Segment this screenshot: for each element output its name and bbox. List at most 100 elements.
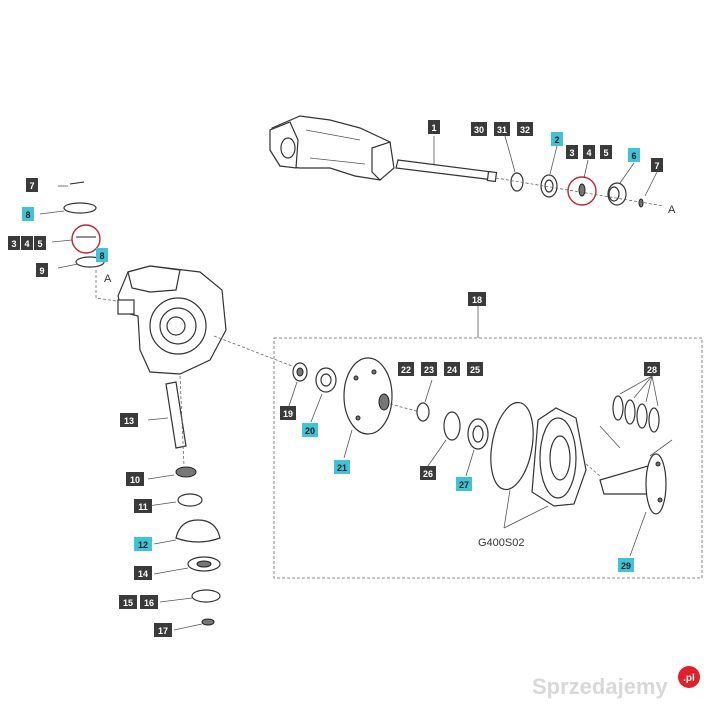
svg-text:6: 6 xyxy=(631,151,636,161)
svg-text:3: 3 xyxy=(11,239,16,249)
flange-hole-b xyxy=(355,415,361,421)
housing-end-flange xyxy=(371,141,395,181)
output-flange-hole-a xyxy=(655,461,661,467)
axis-line-left xyxy=(95,270,151,307)
leader-21 xyxy=(343,429,353,459)
svg-text:7: 7 xyxy=(654,161,659,171)
svg-text:12: 12 xyxy=(138,540,148,550)
leader-7-top xyxy=(644,171,658,197)
leader-15-16 xyxy=(159,597,193,603)
tag-17: 17 xyxy=(154,623,172,637)
tag-5-top: 5 xyxy=(600,145,612,159)
plug-8 xyxy=(63,202,97,214)
tag-30: 30 xyxy=(471,122,487,136)
tag-9: 9 xyxy=(36,263,48,277)
svg-text:1: 1 xyxy=(431,123,436,133)
svg-text:13: 13 xyxy=(124,416,134,426)
housing-bore xyxy=(280,137,296,159)
bearing-14-inner xyxy=(196,560,212,568)
tag-32: 32 xyxy=(517,122,533,136)
tag-28: 28 xyxy=(644,362,660,376)
tag-27: 27 xyxy=(456,477,472,491)
svg-text:4: 4 xyxy=(24,239,29,249)
tag-5-left: 5 xyxy=(34,236,46,250)
svg-text:30: 30 xyxy=(474,125,484,135)
svg-text:28: 28 xyxy=(647,365,657,375)
leader-8 xyxy=(39,210,65,215)
output-flange-hole-b xyxy=(657,497,663,503)
svg-text:11: 11 xyxy=(138,502,148,512)
tag-12: 12 xyxy=(134,537,152,551)
gear-case-boss xyxy=(117,299,135,315)
tag-19: 19 xyxy=(280,406,296,420)
svg-text:24: 24 xyxy=(447,365,457,375)
leader-11 xyxy=(147,501,177,507)
assembly-frame-18 xyxy=(273,337,703,579)
tag-7-left: 7 xyxy=(26,178,38,192)
axis-line-case xyxy=(213,335,293,367)
svg-text:29: 29 xyxy=(621,561,631,571)
svg-text:9: 9 xyxy=(39,266,44,276)
tag-3-top: 3 xyxy=(566,145,578,159)
box-assembly: G400S02 xyxy=(273,306,703,579)
ring-28-c xyxy=(636,403,648,429)
svg-text:18: 18 xyxy=(472,295,482,305)
housing-ribs xyxy=(305,129,366,165)
spline-shaft-29 xyxy=(599,465,653,495)
bearing-20-inner xyxy=(320,373,332,387)
tag-2: 2 xyxy=(551,132,563,146)
svg-text:5: 5 xyxy=(37,239,42,249)
tag-20: 20 xyxy=(302,423,318,437)
svg-text:22: 22 xyxy=(401,365,411,375)
tag-31: 31 xyxy=(494,122,510,136)
label-a-top: A xyxy=(668,204,676,216)
leader-26 xyxy=(427,439,447,467)
leader-30-32 xyxy=(504,135,516,173)
svg-text:8: 8 xyxy=(25,210,30,220)
tag-25: 25 xyxy=(467,362,483,376)
leader-28 xyxy=(619,375,659,407)
svg-text:7: 7 xyxy=(29,181,34,191)
tag-24: 24 xyxy=(444,362,460,376)
leader-2 xyxy=(549,145,558,175)
tag-11: 11 xyxy=(134,499,152,513)
left-assembly: A xyxy=(39,181,293,631)
circlip-26 xyxy=(443,411,461,441)
tag-26: 26 xyxy=(420,466,436,480)
bearing-11 xyxy=(177,493,203,507)
ring-22-25 xyxy=(416,402,430,422)
leader-3-5-top xyxy=(583,159,589,179)
ring-28-d xyxy=(648,407,660,433)
highlight-circle-top xyxy=(567,176,597,206)
watermark: Sprzedajemy .pl xyxy=(532,666,700,699)
shaft xyxy=(395,159,495,181)
svg-text:27: 27 xyxy=(459,480,469,490)
leader-10 xyxy=(147,474,175,480)
ring-7-top xyxy=(638,198,644,208)
leader-12 xyxy=(153,539,177,545)
bearing-27-inner xyxy=(472,425,484,443)
svg-text:3: 3 xyxy=(569,148,574,158)
leader-22-25 xyxy=(424,379,433,403)
flange-hole-c xyxy=(371,369,377,375)
svg-text:4: 4 xyxy=(586,148,591,158)
tag-10: 10 xyxy=(126,472,144,486)
gear-case-bore-core xyxy=(166,316,186,336)
leader-27 xyxy=(465,449,475,477)
watermark-suffix: .pl xyxy=(683,673,695,684)
svg-text:16: 16 xyxy=(144,598,154,608)
highlight-circle-left xyxy=(71,224,101,254)
label-kit: G400S02 xyxy=(478,537,524,549)
svg-text:32: 32 xyxy=(520,125,530,135)
ring-10 xyxy=(175,466,197,478)
leader-20 xyxy=(310,393,323,423)
leader-17 xyxy=(173,623,203,631)
leader-19 xyxy=(288,381,298,407)
watermark-text: Sprzedajemy xyxy=(532,674,668,699)
svg-text:2: 2 xyxy=(554,135,559,145)
svg-text:20: 20 xyxy=(305,426,315,436)
circlip-30-32 xyxy=(510,172,524,192)
tag-4-top: 4 xyxy=(583,145,595,159)
pin-7-left xyxy=(69,181,85,185)
